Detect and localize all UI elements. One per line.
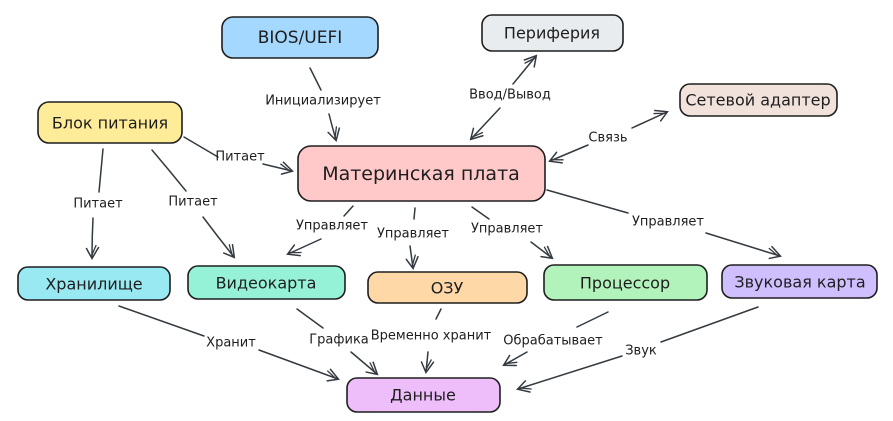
edge-motherboard-sound: Управляет [546, 189, 782, 260]
node-storage-label: Хранилище [45, 275, 142, 294]
edge-motherboard-gpu-label: Управляет [296, 219, 368, 234]
node-data-label: Данные [390, 386, 456, 405]
edge-motherboard-cpu: Управляет [471, 206, 554, 260]
node-data: Данные [346, 377, 501, 413]
edge-gpu-data: Графика [296, 308, 379, 376]
edge-storage-data-label: Хранит [206, 336, 256, 351]
edge-gpu-data-label: Графика [309, 333, 369, 348]
node-ram-label: ОЗУ [431, 279, 464, 298]
node-gpu-label: Видеокарта [216, 274, 317, 293]
edge-motherboard-network: Связь [548, 109, 669, 164]
edge-sound-data-label: Звук [625, 344, 657, 359]
node-sound-label: Звуковая карта [734, 273, 865, 292]
edge-psu-gpu: Питает [151, 149, 236, 259]
edge-psu-motherboard: Питает [183, 136, 294, 175]
node-psu: Блок питания [37, 101, 183, 144]
node-ram: ОЗУ [367, 271, 528, 304]
edge-sound-data: Звук [516, 306, 759, 393]
edge-psu-gpu-label: Питает [168, 195, 218, 210]
edge-motherboard-peripherals: Ввод/Вывод [469, 54, 551, 141]
node-network-label: Сетевой адаптер [685, 91, 830, 110]
edge-motherboard-ram-label: Управляет [377, 227, 449, 242]
edge-bios-motherboard-label: Инициализирует [265, 94, 381, 109]
edge-motherboard-sound-label: Управляет [632, 215, 704, 230]
edge-ram-data: Временно хранит [371, 308, 492, 375]
node-psu-label: Блок питания [52, 114, 168, 133]
node-cpu-label: Процессор [580, 274, 670, 293]
node-peripherals-label: Периферия [504, 24, 600, 43]
node-sound: Звуковая карта [721, 264, 878, 299]
node-peripherals: Периферия [481, 14, 624, 52]
edge-psu-motherboard-label: Питает [215, 150, 265, 165]
edge-motherboard-ram: Управляет [377, 207, 449, 270]
edge-cpu-data: Обрабатывает [502, 311, 609, 367]
edge-motherboard-gpu: Управляет [286, 205, 368, 257]
edge-cpu-data-label: Обрабатывает [503, 334, 603, 349]
node-bios-label: BIOS/UEFI [258, 28, 343, 48]
node-motherboard: Материнская плата [297, 145, 546, 202]
node-motherboard-label: Материнская плата [322, 163, 520, 185]
node-bios: BIOS/UEFI [221, 16, 379, 59]
edge-psu-storage: Питает [73, 148, 123, 261]
edge-motherboard-peripherals-label: Ввод/Вывод [469, 88, 551, 103]
edge-bios-motherboard: Инициализирует [265, 67, 381, 142]
node-storage: Хранилище [17, 266, 171, 301]
edge-psu-storage-label: Питает [73, 197, 123, 212]
node-gpu: Видеокарта [187, 265, 346, 300]
edge-motherboard-network-label: Связь [588, 131, 627, 146]
edge-ram-data-label: Временно хранит [371, 329, 492, 344]
edge-storage-data: Хранит [118, 305, 340, 382]
node-cpu: Процессор [543, 264, 708, 301]
node-network: Сетевой адаптер [679, 83, 838, 117]
edge-motherboard-cpu-label: Управляет [471, 222, 543, 237]
